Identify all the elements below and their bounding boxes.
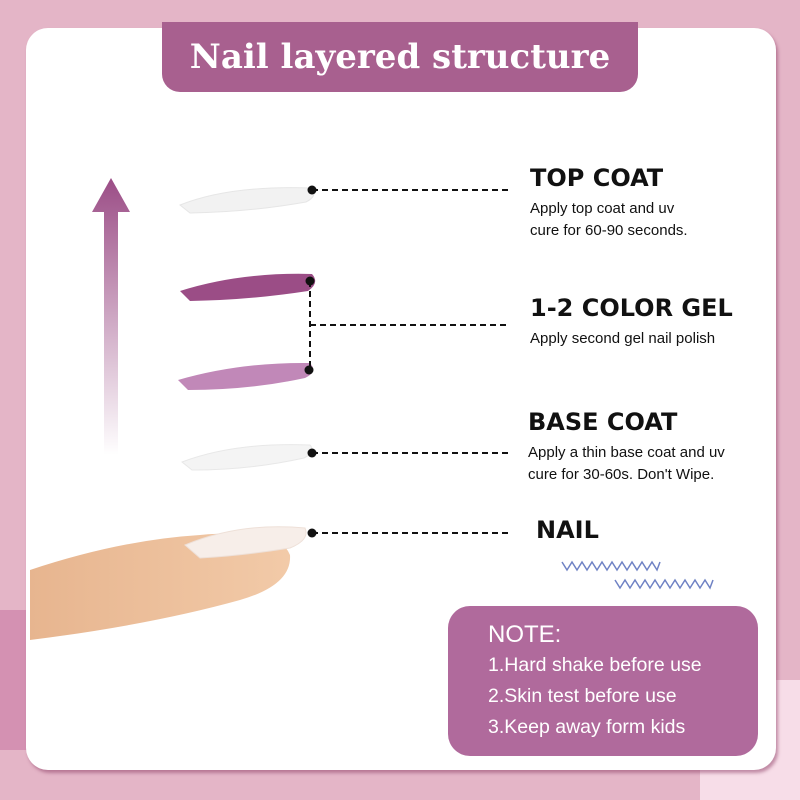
layer-title-top-coat: TOP COAT <box>530 164 664 192</box>
note-heading: NOTE: <box>488 621 562 648</box>
finger-image <box>30 526 307 640</box>
connector-dots <box>304 185 317 538</box>
note-item: 2.Skin test before use <box>488 685 677 707</box>
page-title: Nail layered structure <box>162 22 638 92</box>
description-line: Apply second gel nail polish <box>530 330 716 347</box>
layer-title-color-gel: 1-2 COLOR GEL <box>530 294 733 322</box>
up-arrow-icon <box>92 178 130 455</box>
description-line: Apply a thin base coat and uv <box>528 444 725 461</box>
color-gel-light-nail <box>178 362 314 390</box>
description-line: Apply top coat and uv <box>530 200 675 217</box>
connector-lines <box>309 189 508 534</box>
zigzag-decoration <box>561 560 714 590</box>
description-line: cure for 30-60s. Don't Wipe. <box>528 466 715 483</box>
top-coat-nail <box>179 187 315 214</box>
note-item: 1.Hard shake before use <box>488 654 702 676</box>
note-box: NOTE: 1.Hard shake before use 2.Skin tes… <box>448 606 758 756</box>
description-line: cure for 60-90 seconds. <box>530 222 688 239</box>
color-gel-dark-nail <box>180 273 316 301</box>
base-coat-nail <box>181 444 313 471</box>
layer-description: Apply second gel nail polish <box>530 328 715 350</box>
layer-description: Apply a thin base coat and uv cure for 3… <box>528 442 725 486</box>
layer-title-nail: NAIL <box>536 516 599 544</box>
note-item: 3.Keep away form kids <box>488 716 686 738</box>
layer-description: Apply top coat and uv cure for 60-90 sec… <box>530 198 688 242</box>
layer-title-base-coat: BASE COAT <box>528 408 678 436</box>
